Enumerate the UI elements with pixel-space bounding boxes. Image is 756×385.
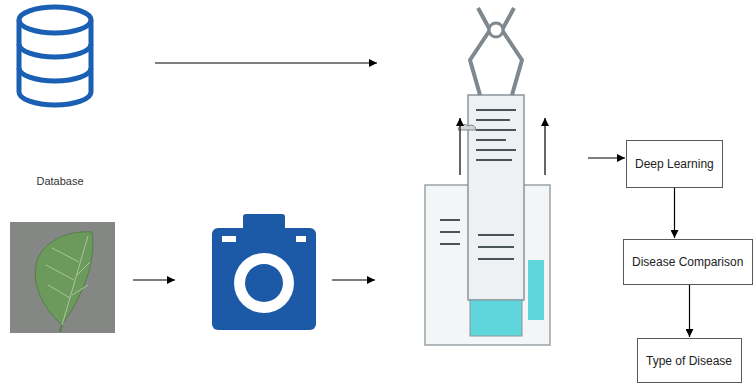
box-label: Disease Comparison <box>632 255 743 269</box>
icon-label: Database <box>36 175 83 187</box>
database-icon <box>19 7 91 105</box>
flow-arrow <box>155 62 377 63</box>
leaf-photo <box>10 222 115 333</box>
process-box: Type of Disease <box>637 338 742 383</box>
camera-icon <box>212 214 316 330</box>
box-label: Type of Disease <box>646 354 732 368</box>
flow-arrow <box>332 279 375 280</box>
box-label: Deep Learning <box>635 157 714 171</box>
flow-arrow <box>133 279 175 280</box>
flow-arrow <box>674 188 675 238</box>
flow-arrow <box>689 285 690 337</box>
process-box: Deep Learning <box>626 140 723 188</box>
process-box: Disease Comparison <box>623 239 753 285</box>
flow-arrow <box>588 157 625 158</box>
processing-machine <box>425 8 550 345</box>
